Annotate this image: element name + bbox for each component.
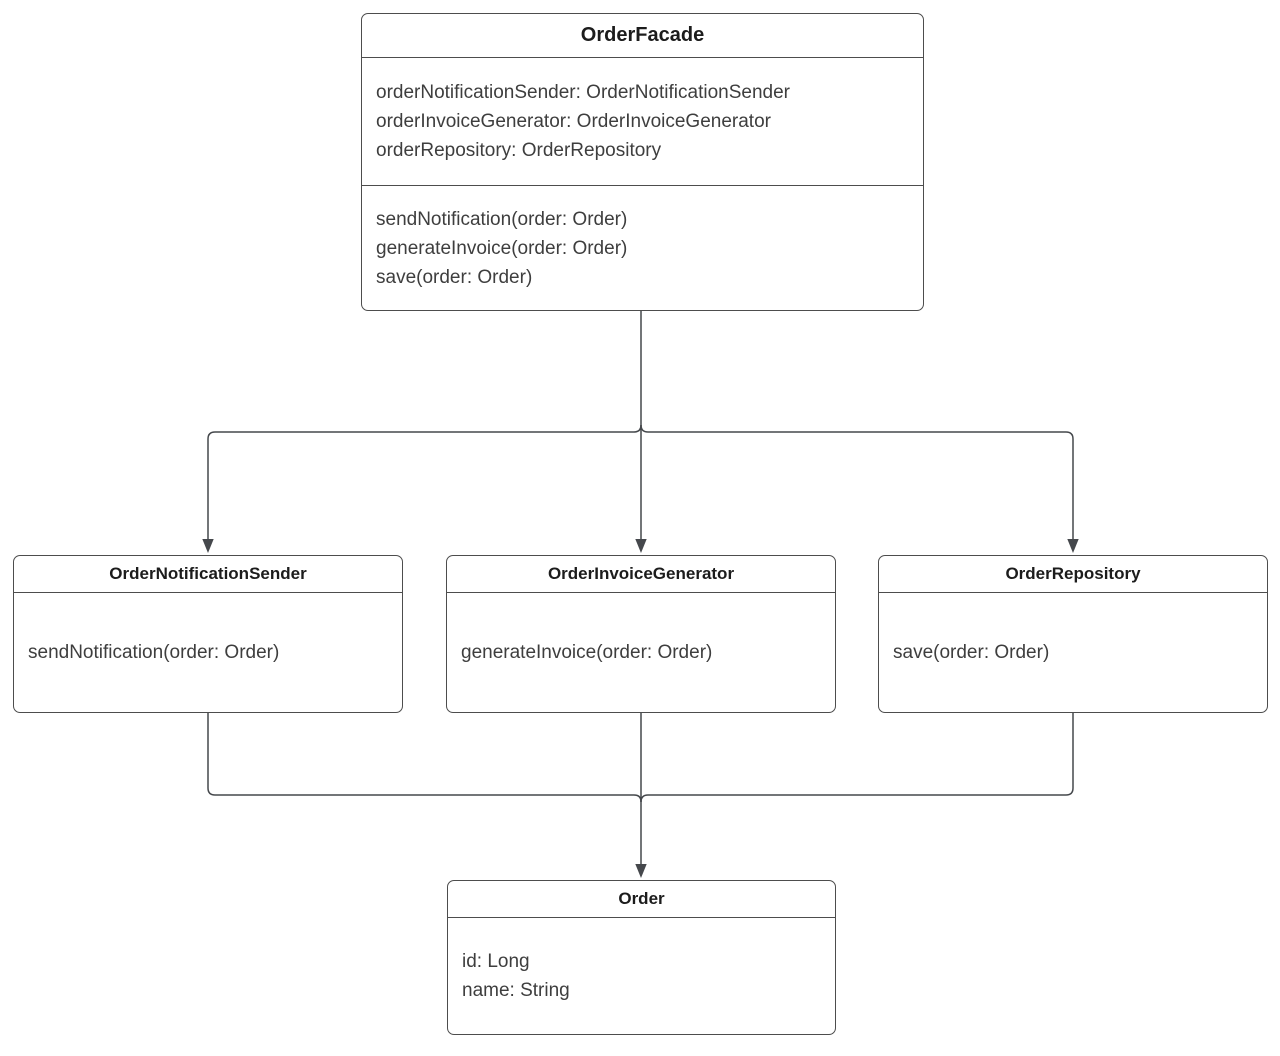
class-node-ordernotificationsender: OrderNotificationSender sendNotification… [13,555,403,713]
attribute: id: Long [462,951,530,972]
method: save(order: Order) [893,642,1050,663]
class-node-orderinvoicegenerator: OrderInvoiceGenerator generateInvoice(or… [446,555,836,713]
class-title: OrderNotificationSender [14,556,402,593]
method: generateInvoice(order: Order) [376,237,628,259]
class-title: OrderRepository [879,556,1267,593]
edge-facade-to-sender [207,424,642,540]
attribute: orderNotificationSender: OrderNotificati… [376,82,790,103]
arrowhead-repository [1067,539,1079,553]
method: sendNotification(order: Order) [376,208,628,230]
edge-facade-to-repository [640,424,1074,540]
method: generateInvoice(order: Order) [461,642,713,663]
class-methods-compartment: generateInvoice(order: Order) [447,593,835,712]
class-node-order: Order id: Long name: String [447,880,836,1035]
class-attributes-compartment: id: Long name: String [448,918,835,1034]
attribute: orderRepository: OrderRepository [376,140,662,161]
edge-repository-to-order [640,713,1074,803]
class-node-orderrepository: OrderRepository save(order: Order) [878,555,1268,713]
class-title: Order [448,881,835,918]
attribute: name: String [462,980,570,1001]
class-node-orderfacade: OrderFacade orderNotificationSender: Ord… [361,13,924,311]
arrowhead-sender [202,539,214,553]
class-title: OrderFacade [362,14,923,58]
class-methods-compartment: sendNotification(order: Order) generateI… [362,186,923,310]
method: sendNotification(order: Order) [28,642,280,663]
class-methods-compartment: sendNotification(order: Order) [14,593,402,712]
attribute: orderInvoiceGenerator: OrderInvoiceGener… [376,111,771,132]
class-methods-compartment: save(order: Order) [879,593,1267,712]
class-title: OrderInvoiceGenerator [447,556,835,593]
class-attributes-compartment: orderNotificationSender: OrderNotificati… [362,58,923,186]
method: save(order: Order) [376,266,533,288]
arrowhead-order [635,864,647,878]
arrowhead-generator [635,539,647,553]
edge-sender-to-order [207,713,642,803]
